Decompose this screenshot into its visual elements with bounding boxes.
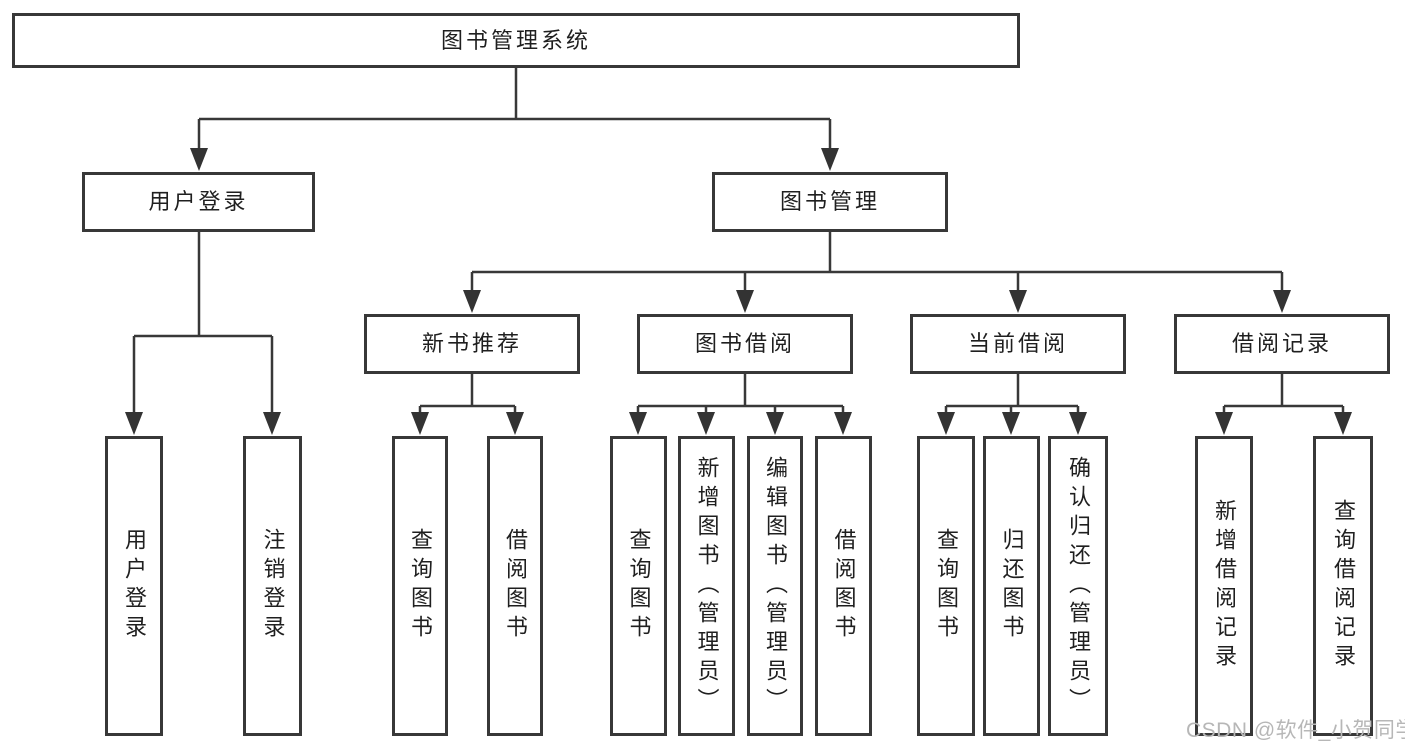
leaf-query-books-current-label: 查询图书 [934,528,959,644]
leaf-confirm-return-admin-label: 确认归还（管理员） [1066,455,1091,717]
leaf-edit-books-admin: 编辑图书（管理员） [747,436,803,736]
arrow-icon [190,148,208,171]
connector-root-to-level2 [197,68,832,152]
leaf-return-books-label: 归还图书 [999,528,1025,644]
arrow-icon [937,412,955,435]
node-user-login: 用户登录 [82,172,315,232]
connector-borrow-to-leaves [636,374,845,416]
leaf-logout-label: 注销登录 [260,528,286,644]
leaf-query-books-recommend: 查询图书 [392,436,448,736]
node-borrowing-records-label: 借阅记录 [1231,331,1332,356]
node-book-management-label: 图书管理 [779,189,880,214]
arrow-icon [263,412,281,435]
connector-records-to-leaves [1222,374,1345,416]
leaf-query-borrow-record-label: 查询借阅记录 [1331,499,1356,673]
leaf-query-books-borrow: 查询图书 [610,436,667,736]
arrow-icon [1215,412,1233,435]
node-root-label: 图书管理系统 [440,27,591,53]
arrow-icon [821,148,839,171]
arrowheads [125,148,1352,435]
leaf-confirm-return-admin: 确认归还（管理员） [1048,436,1108,736]
arrow-icon [1009,290,1027,313]
leaf-user-login: 用户登录 [105,436,163,736]
leaf-add-books-admin: 新增图书（管理员） [678,436,735,736]
connector-current-to-leaves [944,374,1080,416]
leaf-add-borrow-record: 新增借阅记录 [1195,436,1253,736]
arrow-icon [506,412,524,435]
leaf-borrow-books-recommend-label: 借阅图书 [503,528,528,644]
csdn-watermark: CSDN @软件_小贺同学 [1186,719,1405,742]
arrow-icon [463,290,481,313]
node-new-book-recommend: 新书推荐 [364,314,580,374]
leaf-borrow-books: 借阅图书 [815,436,872,736]
node-book-borrowing: 图书借阅 [637,314,853,374]
arrow-icon [766,412,784,435]
leaf-logout: 注销登录 [243,436,302,736]
arrow-icon [629,412,647,435]
arrow-icon [834,412,852,435]
leaf-query-books-current: 查询图书 [917,436,975,736]
node-current-borrowing-label: 当前借阅 [967,331,1068,356]
node-book-management: 图书管理 [712,172,948,232]
node-new-book-recommend-label: 新书推荐 [421,331,522,356]
arrow-icon [1002,412,1020,435]
connector-bookmgmt-to-level3 [470,232,1284,294]
leaf-edit-books-admin-label: 编辑图书（管理员） [763,455,788,717]
arrow-icon [736,290,754,313]
node-current-borrowing: 当前借阅 [910,314,1126,374]
connector-newbook-to-leaves [418,374,517,416]
node-borrowing-records: 借阅记录 [1174,314,1390,374]
leaf-add-books-admin-label: 新增图书（管理员） [694,455,720,717]
leaf-add-borrow-record-label: 新增借阅记录 [1212,499,1237,673]
leaf-query-books-recommend-label: 查询图书 [408,528,433,644]
leaf-query-books-borrow-label: 查询图书 [626,528,652,644]
node-root: 图书管理系统 [12,13,1020,68]
leaf-query-borrow-record: 查询借阅记录 [1313,436,1373,736]
leaf-borrow-books-recommend: 借阅图书 [487,436,543,736]
arrow-icon [1069,412,1087,435]
node-book-borrowing-label: 图书借阅 [694,331,795,356]
arrow-icon [125,412,143,435]
node-user-login-label: 用户登录 [148,189,249,214]
arrow-icon [697,412,715,435]
connector-userlogin-to-leaves [132,232,274,416]
leaf-user-login-label: 用户登录 [122,528,147,644]
leaf-return-books: 归还图书 [983,436,1040,736]
arrow-icon [1334,412,1352,435]
arrow-icon [411,412,429,435]
arrow-icon [1273,290,1291,313]
leaf-borrow-books-label: 借阅图书 [831,528,857,644]
